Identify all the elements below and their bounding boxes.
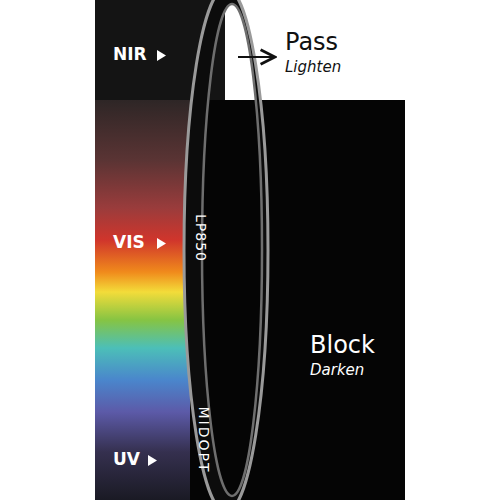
block-region: BlockDarken [270,100,405,500]
region-heading: Block [310,333,375,357]
region-effect: Lighten [285,60,341,75]
spectrum-label: VIS [113,234,145,251]
brand-name: MIDOPT [197,406,211,473]
spectrum-label: NIR [113,46,147,63]
pointer-triangle [157,238,166,249]
region-effect: Darken [310,363,364,378]
filter-model: LP850 [194,214,208,262]
region-heading: Pass [285,30,338,54]
visible-spectrum [95,100,195,500]
pass-region: PassLighten [225,0,405,100]
spectrum-label: UV [113,451,140,468]
pass-arrow [238,56,275,58]
block-ground [190,100,405,500]
pointer-triangle [148,455,157,466]
filter-ring-inner [202,4,262,496]
nir-band [95,0,195,100]
pointer-triangle [157,50,166,61]
